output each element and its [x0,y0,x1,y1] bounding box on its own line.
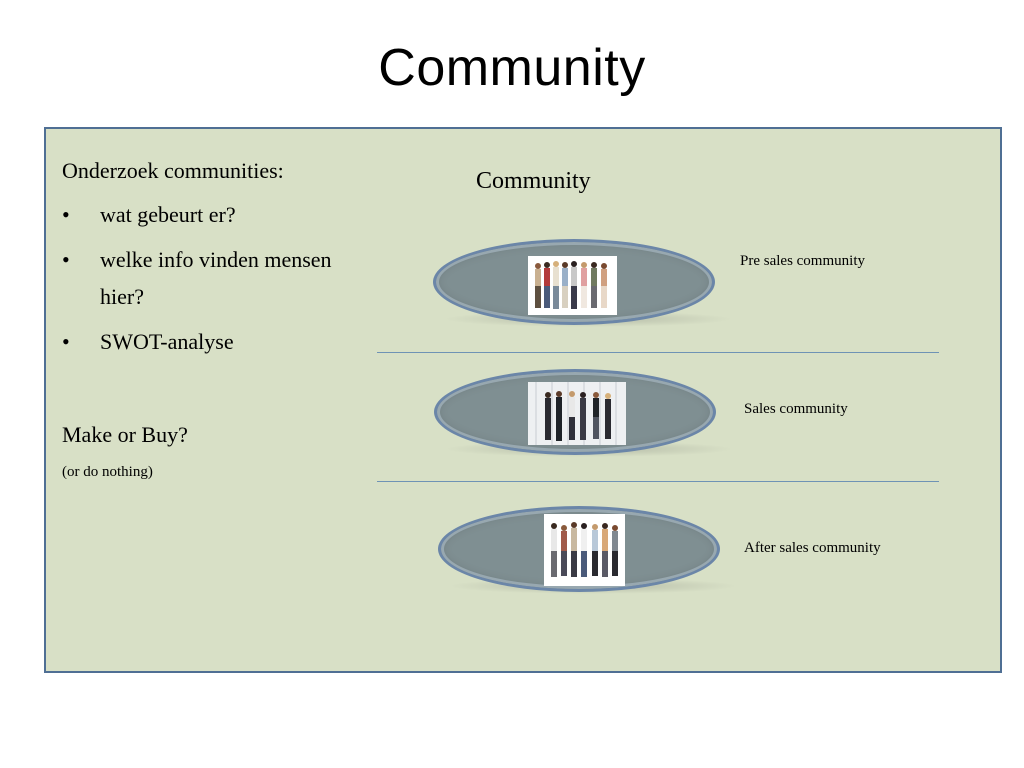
business-group-photo [528,382,626,445]
casual-group-photo [528,256,617,315]
bullet-text: wat gebeurt er? [100,202,236,227]
stage-label-pre-sales: Pre sales community [740,253,865,269]
stage-label-sales: Sales community [744,401,848,417]
bullet-text: SWOT-analyse [100,329,234,354]
bullet-item: • wat gebeurt er? [62,196,372,233]
make-or-buy-text: Make or Buy? [62,422,188,447]
stage-separator [377,481,939,482]
bullet-dot: • [62,329,70,354]
bullet-item: • SWOT-analyse [62,323,372,360]
bullet-list: • wat gebeurt er? • welke info vinden me… [62,196,372,360]
do-nothing-text: (or do nothing) [62,464,153,480]
slide-title: Community [378,39,646,97]
intro-text: Onderzoek communities: [62,158,284,183]
bullet-item: • welke info vinden mensen hier? [62,241,372,315]
diagram-title: Community [476,168,591,194]
stage-label-after-sales: After sales community [744,540,881,556]
bullet-dot: • [62,202,70,227]
bullet-dot: • [62,247,70,272]
stage-separator [377,352,939,353]
bullet-text: welke info vinden mensen hier? [100,247,332,309]
team-group-photo [544,514,625,586]
left-text-column: Onderzoek communities: • wat gebeurt er?… [62,158,372,368]
